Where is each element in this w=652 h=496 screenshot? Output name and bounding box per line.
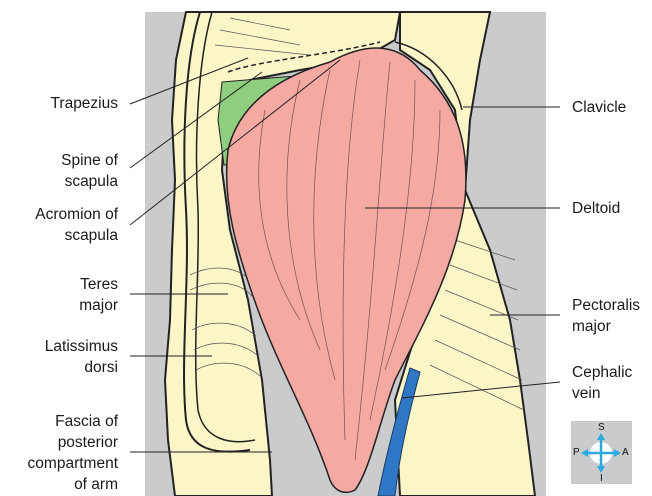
label-trapezius: Trapezius: [10, 93, 118, 114]
compass-anterior-label: A: [622, 448, 629, 458]
label-cephalic-vein: Cephalic vein: [572, 362, 652, 404]
label-fascia-of-posterior-compartment: Fascia of posterior compartment of arm: [10, 411, 118, 495]
compass-inferior-label: I: [600, 474, 603, 484]
label-latissimus-dorsi: Latissimus dorsi: [10, 336, 118, 378]
label-acromion-of-scapula: Acromion of scapula: [10, 204, 118, 246]
orientation-compass: S I P A: [571, 421, 632, 484]
label-clavicle: Clavicle: [572, 97, 652, 118]
label-teres-major: Teres major: [10, 274, 118, 316]
label-spine-of-scapula: Spine of scapula: [10, 150, 118, 192]
label-deltoid: Deltoid: [572, 198, 652, 219]
compass-superior-label: S: [598, 423, 605, 433]
compass-posterior-label: P: [573, 448, 580, 458]
label-pectoralis-major: Pectoralis major: [572, 295, 652, 337]
